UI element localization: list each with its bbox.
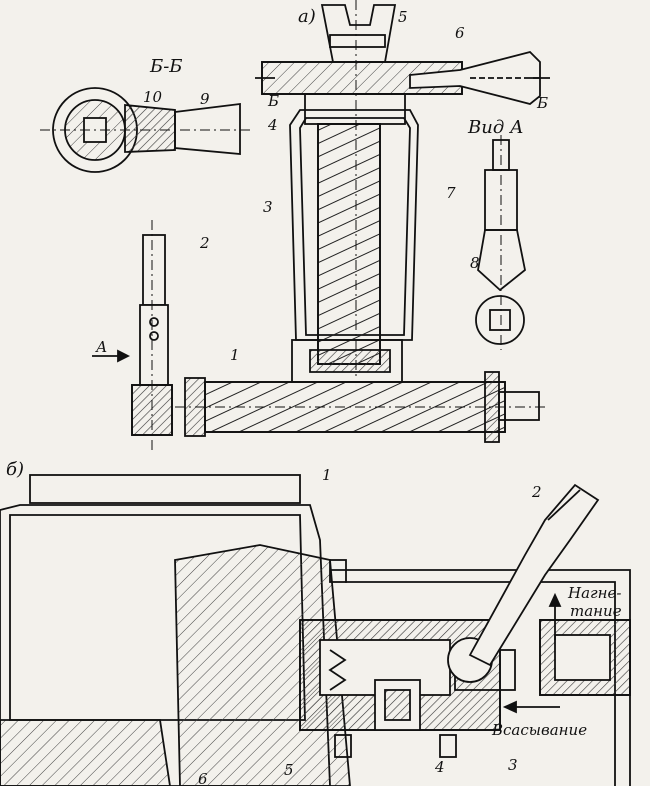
jack-assembly xyxy=(175,0,550,443)
callout-b-4: 4 xyxy=(434,758,445,776)
pawl-lever-view-a xyxy=(475,135,526,350)
callout-b-3: 3 xyxy=(508,756,518,774)
hydraulic-jack xyxy=(0,474,631,786)
ratchet-handle-left xyxy=(92,220,173,450)
suction-label: Всасывание xyxy=(491,721,587,739)
arrow-b-right-label: Б xyxy=(536,94,548,112)
arrow-b-left-label: Б xyxy=(267,92,279,110)
pressure-label-line2: тание xyxy=(570,602,622,620)
section-label: Б-Б xyxy=(149,56,183,77)
arrow-a-label: А xyxy=(95,338,107,356)
part-b-label: б) xyxy=(6,459,24,480)
pressure-label-line1: Нагне- xyxy=(567,584,621,602)
callout-b-5: 5 xyxy=(284,761,294,779)
callout-a-7: 7 xyxy=(446,184,456,202)
labels: а) б) Б-Б Вид А А Б Б 1 2 3 4 5 6 7 8 9 … xyxy=(6,6,622,786)
callout-a-1: 1 xyxy=(230,346,240,364)
callout-a-2: 2 xyxy=(199,234,210,252)
callout-a-5: 5 xyxy=(398,8,408,26)
callout-b-1: 1 xyxy=(322,466,332,484)
callout-a-3: 3 xyxy=(263,198,273,216)
callout-a-6: 6 xyxy=(455,24,465,42)
ratchet-section xyxy=(40,87,250,173)
callout-a-9: 9 xyxy=(200,90,210,108)
view-label: Вид А xyxy=(467,117,524,138)
callout-a-4: 4 xyxy=(267,116,278,134)
callout-b-2: 2 xyxy=(531,483,542,501)
callout-b-6: 6 xyxy=(198,770,208,786)
callout-a-10: 10 xyxy=(143,88,163,106)
callout-a-8: 8 xyxy=(470,254,480,272)
part-a-label: а) xyxy=(298,6,316,27)
